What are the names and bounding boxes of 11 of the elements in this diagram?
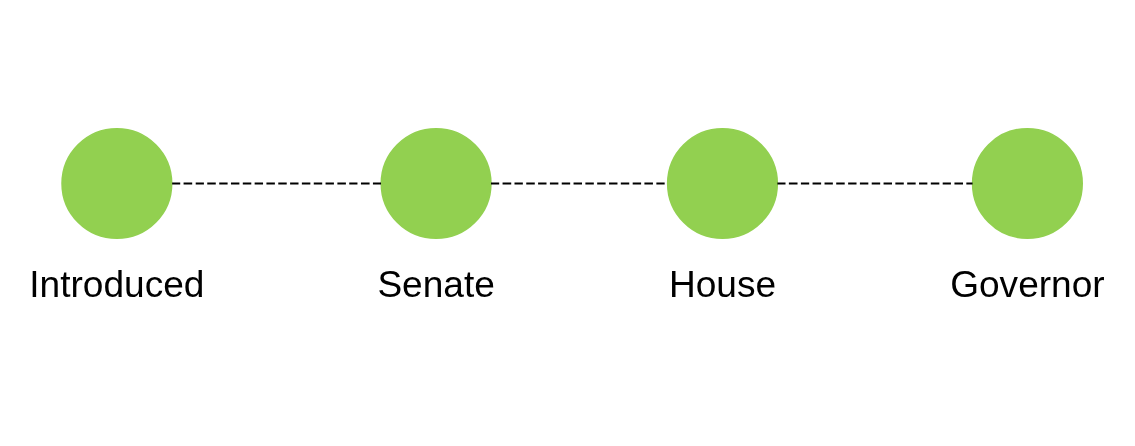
connector bbox=[172, 182, 382, 184]
node-label: House bbox=[668, 262, 777, 305]
node-circle bbox=[971, 127, 1083, 239]
node-circle bbox=[666, 127, 779, 239]
connector bbox=[491, 182, 668, 184]
connector bbox=[777, 182, 973, 184]
node-circle bbox=[380, 127, 492, 239]
node-label: Introduced bbox=[29, 262, 205, 305]
node-label: Governor bbox=[950, 262, 1105, 305]
node-label: Senate bbox=[377, 262, 495, 305]
node-circle bbox=[61, 127, 173, 239]
